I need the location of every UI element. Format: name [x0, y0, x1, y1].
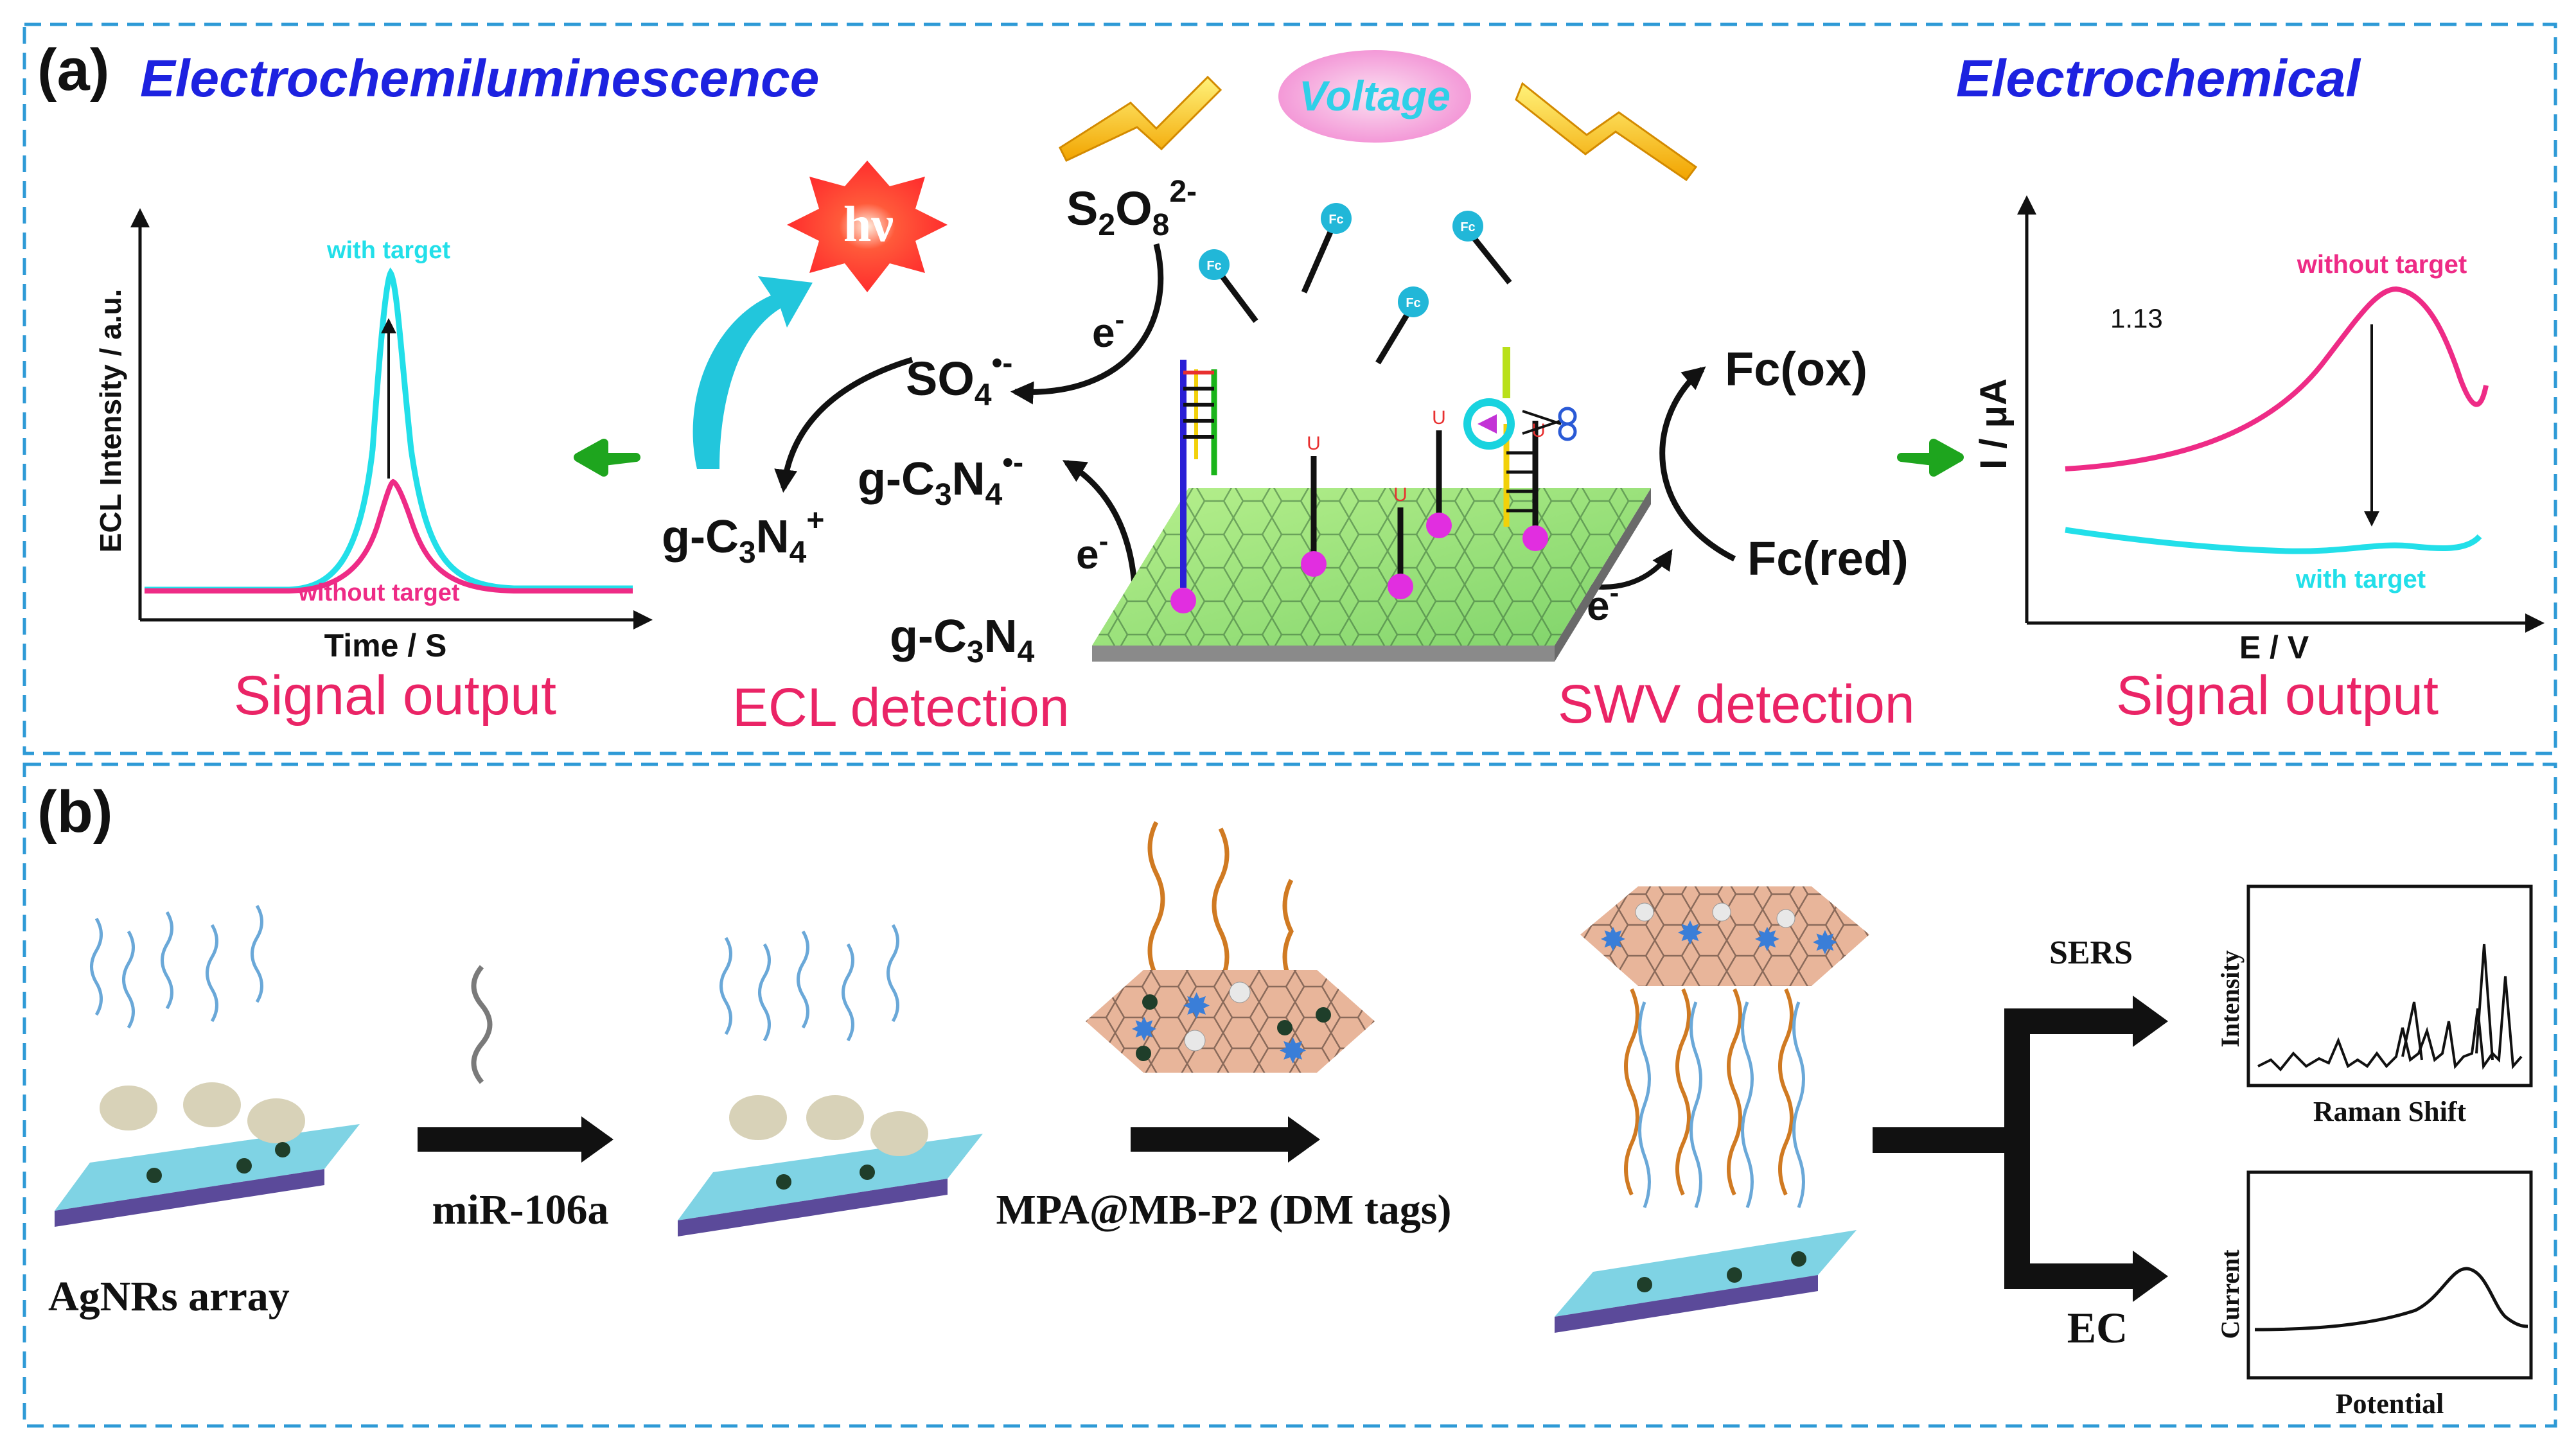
hairpin-probe	[1170, 360, 1217, 613]
svg-text:U: U	[1307, 433, 1321, 454]
surface-probe: U	[1301, 433, 1327, 577]
ecl-curve-with-target	[145, 267, 633, 593]
swv-curve-without-target	[2065, 286, 2489, 471]
ec-plot	[2246, 1170, 2533, 1380]
panel-a-border	[22, 22, 2557, 755]
svg-text:Fc: Fc	[1206, 259, 1221, 273]
ecl-detection-label: ECL detection	[732, 677, 1070, 737]
enzyme-icon	[1463, 398, 1515, 450]
voltage-bubble	[1278, 50, 1471, 143]
ecl-signal-output: Signal output	[234, 665, 556, 726]
ecl-xlabel: Time / S	[324, 628, 447, 664]
light-emission-icon	[787, 161, 948, 292]
agnrs-label: AgNRs array	[48, 1273, 290, 1320]
green-arrow-left-icon	[574, 439, 640, 477]
svg-text:✸: ✸	[1278, 1032, 1307, 1071]
sers-xlabel: Raman Shift	[2313, 1096, 2467, 1127]
fc-probe: Fc	[1199, 249, 1258, 323]
panel-b-border	[22, 762, 2557, 1428]
so4-radical-label: SO4•-	[906, 346, 1012, 412]
ecl-ylabel: ECL Intensity / a.u.	[94, 289, 127, 553]
sers-ylabel: Intensity	[2216, 950, 2245, 1047]
swv-signal-output: Signal output	[2116, 665, 2439, 726]
fc-red-label: Fc(red)	[1747, 532, 1909, 585]
surface-probe: U	[1426, 407, 1452, 538]
fc-ox-label: Fc(ox)	[1725, 342, 1867, 396]
enzyme-core	[1478, 414, 1497, 434]
persulfate-label: S2O82-	[1066, 175, 1197, 242]
surface-probe: U	[1503, 347, 1548, 551]
mirna-strand-icon	[471, 965, 493, 1084]
svg-text:Fc: Fc	[1328, 213, 1343, 227]
sers-label: SERS	[2049, 935, 2133, 971]
gcn-label: g-C3N4	[890, 611, 1035, 669]
sandwich-substrate: ✸ ✸ ✸ ✸	[1555, 886, 1869, 1333]
gcn-anion-label: g-C3N4•-	[858, 446, 1023, 512]
voltage-label: Voltage	[1299, 72, 1451, 119]
arrow-so4-to-gcn-cation	[774, 356, 913, 493]
sers-plot	[2246, 884, 2533, 1087]
title-electrochemiluminescence: Electrochemiluminescence	[140, 49, 819, 108]
svg-text:Fc: Fc	[1460, 220, 1475, 234]
mir-label: miR-106a	[432, 1186, 609, 1233]
dm-tags-label: MPA@MB-P2 (DM tags)	[996, 1186, 1452, 1233]
fc-probe: Fc	[1452, 211, 1512, 285]
ec-label: EC	[2067, 1303, 2128, 1352]
svg-text:✸: ✸	[1600, 922, 1627, 958]
branch-arrow	[1873, 996, 2168, 1302]
scissors-icon	[1522, 407, 1577, 441]
ecl-without-target-label: without target	[297, 579, 460, 606]
electron-label-1: e-	[1092, 304, 1124, 356]
swv-plot	[2017, 195, 2545, 633]
ecl-plot	[130, 208, 653, 629]
swv-curve-with-target	[2065, 527, 2482, 554]
fc-probe: Fc	[1301, 203, 1352, 294]
svg-text:Fc: Fc	[1406, 296, 1420, 310]
graphene-electrode	[1092, 488, 1651, 662]
swv-value: 1.13	[2110, 303, 2163, 333]
agnrs-substrate	[55, 904, 360, 1227]
arrow-fcred-to-fcox	[1659, 366, 1736, 562]
svg-text:✸: ✸	[1131, 1012, 1158, 1048]
ec-ylabel: Current	[2216, 1249, 2245, 1339]
lightning-left-icon	[1059, 75, 1222, 162]
svg-text:✸: ✸	[1677, 915, 1704, 951]
arrow-body	[1131, 1127, 1291, 1152]
hv-label: hν	[843, 196, 894, 252]
dm-tag-nanosheet: ✸ ✸ ✸	[1086, 821, 1375, 1073]
panel-b-label: (b)	[37, 779, 112, 845]
hybridized-substrate	[678, 924, 983, 1236]
ec-xlabel: Potential	[2336, 1388, 2444, 1420]
panel-a-label: (a)	[37, 37, 109, 103]
svg-text:U: U	[1432, 407, 1446, 428]
swv-xlabel: E / V	[2239, 629, 2309, 665]
surface-probe: U	[1388, 484, 1413, 599]
ecl-with-target-label: with target	[326, 237, 450, 264]
arrow-head	[581, 1116, 613, 1163]
svg-text:✸: ✸	[1754, 922, 1781, 958]
swv-with-target-label: with target	[2295, 565, 2426, 594]
swv-without-target-label: without target	[2297, 251, 2467, 279]
arrow-body	[418, 1127, 585, 1152]
emission-arrow	[693, 276, 813, 469]
gcn-cation-label: g-C3N4+	[662, 504, 824, 570]
green-arrow-right-icon	[1897, 439, 1964, 477]
arrow-head	[1288, 1116, 1320, 1163]
lightning-right-icon	[1515, 82, 1698, 182]
svg-text:U: U	[1393, 484, 1407, 506]
swv-ylabel: I / μA	[1973, 378, 2015, 470]
swv-detection-label: SWV detection	[1558, 674, 1915, 734]
svg-text:U: U	[1531, 420, 1546, 441]
ecl-curve-without-target	[145, 479, 633, 594]
fc-probe: Fc	[1375, 286, 1429, 365]
arrow-persulfate-to-so4	[1010, 243, 1164, 405]
electron-label-2: e-	[1076, 525, 1108, 577]
svg-text:✸: ✸	[1812, 925, 1839, 961]
title-electrochemical: Electrochemical	[1956, 49, 2361, 108]
svg-text:✸: ✸	[1182, 987, 1211, 1026]
